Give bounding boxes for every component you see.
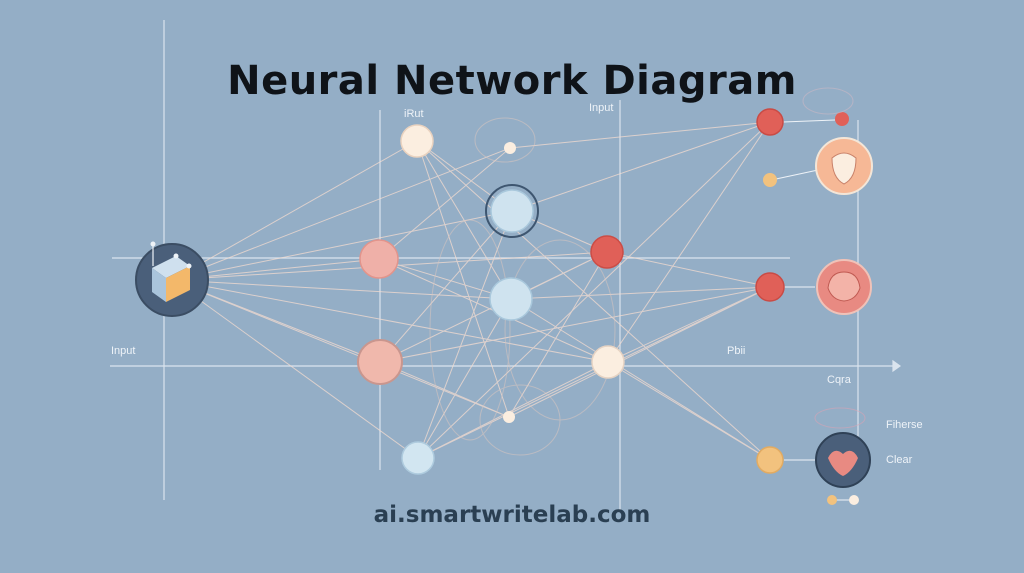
node-l2-3 bbox=[489, 277, 533, 321]
node-out-1 bbox=[756, 108, 784, 136]
node-out-2-small bbox=[763, 173, 777, 187]
sketch-pink-pair bbox=[814, 407, 866, 429]
input-node bbox=[135, 241, 209, 317]
axis-arrow-head bbox=[892, 359, 902, 373]
node-out-3 bbox=[755, 272, 785, 302]
node-l1-4 bbox=[401, 441, 435, 475]
layer-1-nodes bbox=[357, 124, 435, 475]
label-clear: Clear bbox=[886, 454, 913, 466]
animal-icon bbox=[827, 271, 861, 302]
node-l2-2 bbox=[490, 189, 534, 233]
face-icon-1 bbox=[831, 152, 857, 185]
label-fiherse: Fiherse bbox=[886, 419, 923, 431]
node-l3-2 bbox=[591, 345, 625, 379]
page-title: Neural Network Diagram bbox=[227, 58, 797, 104]
sketch-circles bbox=[429, 117, 616, 456]
node-out-dot-2 bbox=[849, 495, 859, 505]
heart-icon bbox=[828, 450, 858, 476]
node-out-4 bbox=[756, 446, 784, 474]
connections bbox=[171, 121, 771, 461]
node-l1-3 bbox=[357, 339, 403, 385]
node-l2-4 bbox=[503, 411, 515, 423]
node-l1-2 bbox=[359, 239, 399, 279]
node-out-dot-1 bbox=[827, 495, 837, 505]
label-cqra: Cqra bbox=[827, 374, 851, 386]
layer-3-nodes bbox=[590, 235, 625, 379]
cube-icon bbox=[150, 241, 192, 302]
label-input-left: Input bbox=[111, 345, 136, 357]
output-nodes bbox=[755, 87, 873, 505]
label-pbii: Pbii bbox=[727, 345, 746, 357]
label-input-top-left: iRut bbox=[404, 108, 424, 120]
watermark-text: ai.smartwritelab.com bbox=[373, 502, 651, 528]
sketch-ellipse-top bbox=[802, 87, 854, 115]
node-l1-1 bbox=[400, 124, 434, 158]
node-out-1-small bbox=[835, 112, 849, 126]
layer-2-nodes bbox=[485, 142, 539, 423]
node-l2-2-ring bbox=[485, 184, 539, 238]
label-input-top-right: Input bbox=[589, 102, 614, 114]
node-l3-1 bbox=[590, 235, 624, 269]
node-l2-1 bbox=[504, 142, 516, 154]
